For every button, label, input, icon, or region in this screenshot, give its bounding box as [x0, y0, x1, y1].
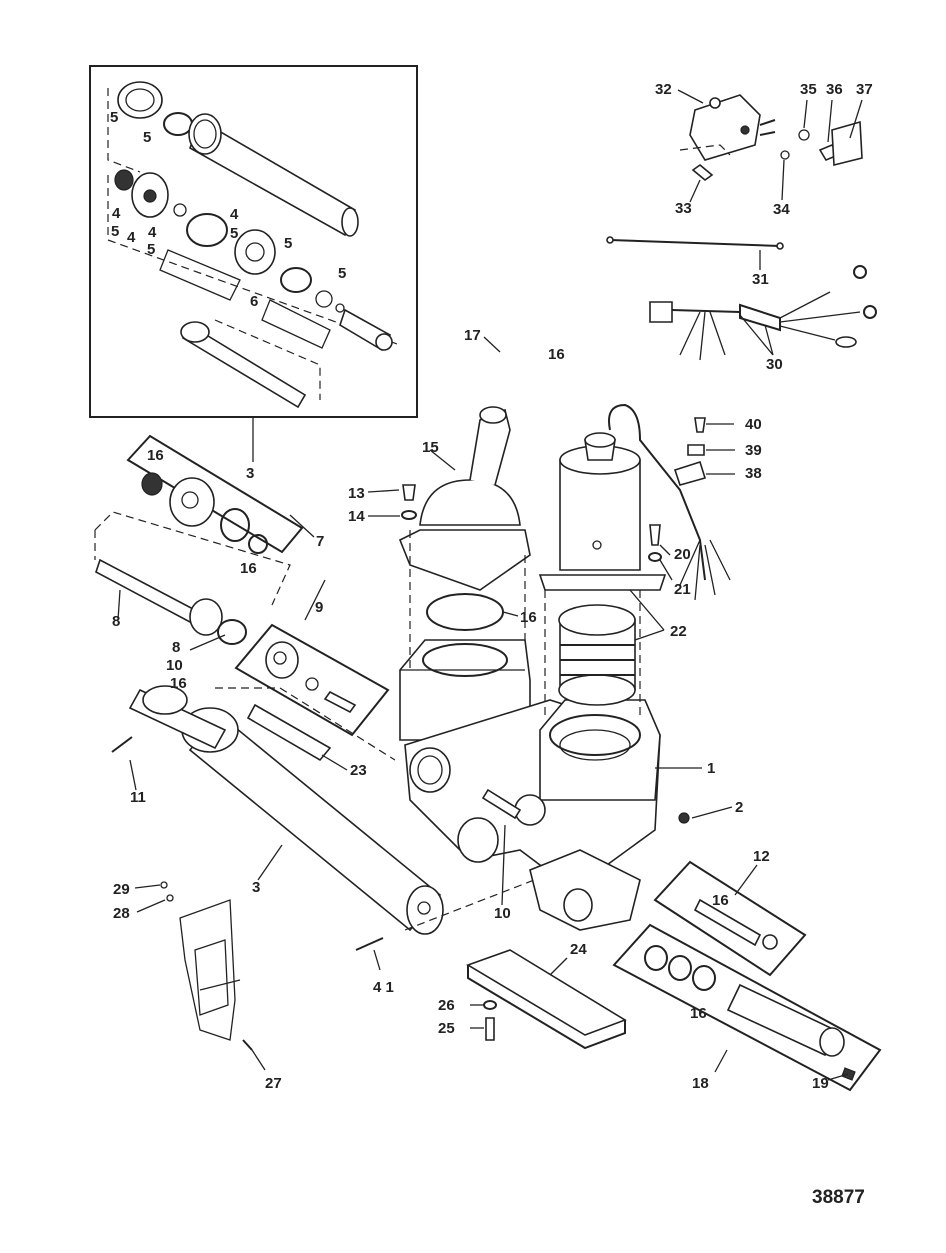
cylinder-inset-group: [89, 65, 418, 418]
callout-3b: 3: [252, 879, 260, 896]
callout-29: 29: [113, 881, 130, 898]
callout-41: 4 1: [373, 979, 394, 996]
callout-24: 24: [570, 941, 587, 958]
callout-1: 1: [707, 760, 715, 777]
callout-18: 18: [692, 1075, 709, 1092]
callout-11: 11: [130, 789, 146, 806]
callout-16f: 16: [712, 892, 729, 909]
callout-4a: 4: [112, 205, 121, 222]
callout-9: 9: [315, 599, 323, 616]
callout-35: 35: [800, 81, 817, 98]
callout-22: 22: [670, 623, 687, 640]
callout-30: 30: [766, 356, 783, 373]
callout-31: 31: [752, 271, 769, 288]
callout-16c: 16: [240, 560, 257, 577]
manual-release-rod: [95, 558, 247, 645]
callout-37: 37: [856, 81, 873, 98]
pump-assembly: [558, 604, 636, 706]
callout-12: 12: [753, 848, 770, 865]
callout-38: 38: [745, 465, 762, 482]
callout-4d: 4: [230, 206, 239, 223]
callout-32: 32: [655, 81, 672, 98]
callout-16e: 16: [170, 675, 187, 692]
pump-body: [399, 639, 690, 931]
callout-10b: 10: [494, 905, 511, 922]
callout-4b: 4: [127, 229, 136, 246]
callout-labels: 1 2 3 3 4 4 4 4 5 5 5 5 5 5 5 6 7 8 8 9 …: [110, 81, 873, 1092]
cable-31: [609, 239, 781, 247]
callout-28: 28: [113, 905, 130, 922]
callout-2: 2: [735, 799, 743, 816]
drawing-number: 38877: [812, 1187, 865, 1208]
callout-14: 14: [348, 508, 365, 525]
reservoir-cap: [398, 406, 531, 591]
callout-36: 36: [826, 81, 843, 98]
callout-8b: 8: [172, 639, 180, 656]
callout-34: 34: [773, 201, 790, 218]
callout-19: 19: [812, 1075, 829, 1092]
callout-20: 20: [674, 546, 691, 563]
callout-17: 17: [464, 327, 481, 344]
callout-16g: 16: [690, 1005, 707, 1022]
relay-solenoid: [679, 94, 776, 182]
valve-kit-18: [612, 923, 882, 1092]
callout-5e: 5: [147, 241, 155, 258]
callout-25: 25: [438, 1020, 455, 1037]
callout-5c: 5: [111, 223, 119, 240]
callout-5g: 5: [338, 265, 346, 282]
leader-lines: [117, 89, 863, 1081]
bracket-assembly: [160, 881, 253, 1051]
callout-39: 39: [745, 442, 762, 459]
wire-harness: [649, 265, 877, 361]
callout-33: 33: [675, 200, 692, 217]
callout-4c: 4: [148, 224, 157, 241]
callout-7: 7: [316, 533, 324, 550]
plate-24: [466, 949, 627, 1050]
callout-15: 15: [422, 439, 439, 456]
pin-11: [111, 736, 133, 753]
callout-6: 6: [250, 293, 258, 310]
pin-41: [355, 937, 384, 951]
callout-16b: 16: [147, 447, 164, 464]
valve-kit-12: [653, 860, 807, 977]
callout-8a: 8: [112, 613, 120, 630]
callout-3: 3: [246, 465, 254, 482]
callout-23: 23: [350, 762, 367, 779]
callout-10a: 10: [166, 657, 183, 674]
valve-kit-group: [234, 623, 390, 737]
trim-cylinder: [128, 685, 444, 935]
motor: [538, 403, 731, 601]
callout-16d: 16: [520, 609, 537, 626]
callout-16a: 16: [548, 346, 565, 363]
callout-21: 21: [674, 581, 691, 598]
o-ring-16: [426, 593, 504, 631]
callout-40: 40: [745, 416, 762, 433]
callout-5d: 5: [230, 225, 238, 242]
callout-13: 13: [348, 485, 365, 502]
piston-kit-group: [126, 434, 304, 554]
callout-5a: 5: [110, 109, 118, 126]
callout-5b: 5: [143, 129, 151, 146]
callout-27: 27: [265, 1075, 282, 1092]
callout-5f: 5: [284, 235, 292, 252]
callout-26: 26: [438, 997, 455, 1014]
